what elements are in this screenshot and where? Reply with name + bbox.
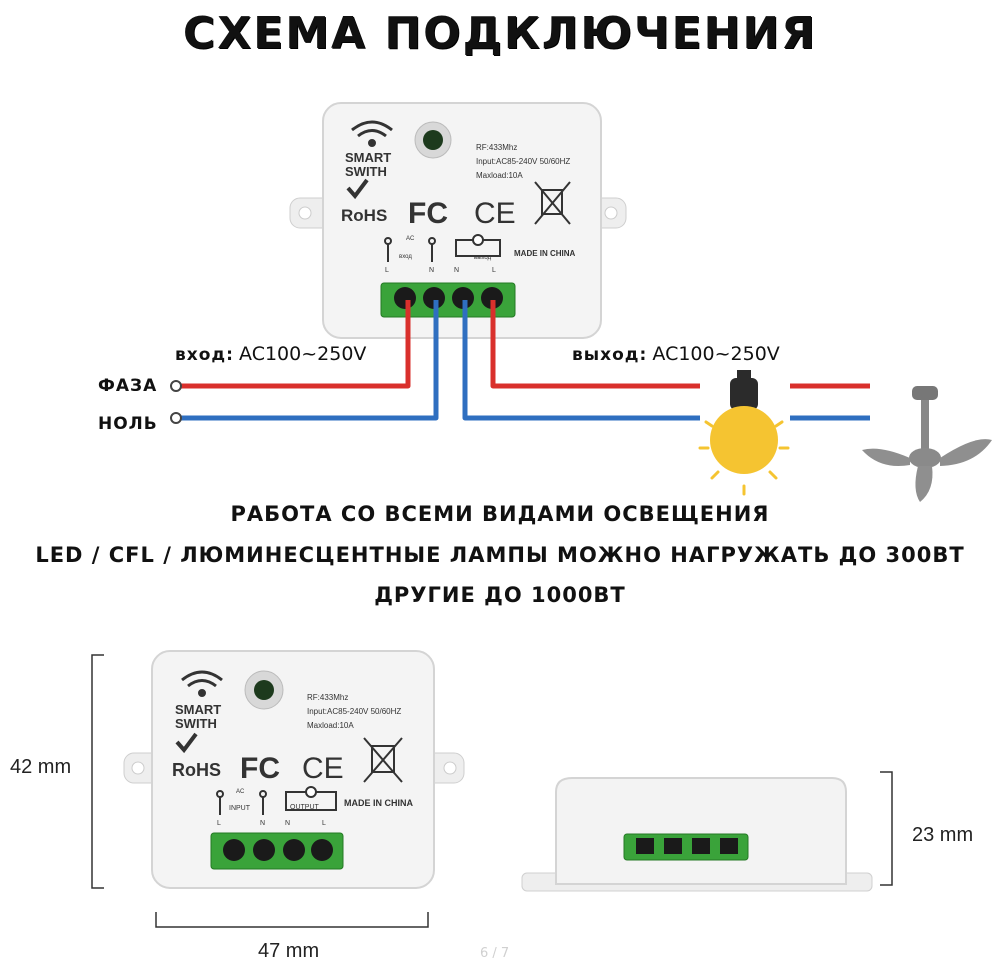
terminal-symbols — [384, 234, 501, 262]
page-title: СХЕМА ПОДКЛЮЧЕНИЯ — [182, 8, 818, 59]
spec-rf: RF:433Mhz — [307, 693, 348, 702]
spec-maxload: Maxload:10A — [307, 721, 354, 730]
phase-wire-out — [490, 300, 700, 389]
ceiling-fan-icon — [862, 386, 992, 502]
description-line-2: LED / CFL / ЛЮМИНЕСЦЕНТНЫЕ ЛАМПЫ МОЖНО Н… — [35, 543, 965, 567]
pair-button — [423, 130, 443, 150]
terminal-n-out: N — [285, 820, 290, 827]
brand-line1: SMART — [175, 702, 221, 717]
brand-line1: SMART — [345, 150, 391, 165]
terminal-n-out: N — [454, 267, 459, 274]
terminal-screw — [481, 287, 503, 309]
terminal-screw — [423, 287, 445, 309]
device-body — [322, 102, 602, 339]
top-device — [289, 102, 627, 339]
neutral-label: НОЛЬ — [98, 414, 158, 434]
terminal-block — [210, 832, 344, 870]
spec-input: Input:AC85-240V 50/60HZ — [307, 707, 401, 716]
rohs-mark: RoHS — [172, 760, 221, 780]
input-voltage-label: вход: AC100~250V — [175, 343, 366, 365]
terminal-l: L — [217, 820, 221, 827]
dimension-lines — [91, 654, 893, 928]
fcc-mark: FC — [240, 752, 280, 785]
input-value: AC100~250V — [239, 343, 367, 365]
terminal-screw — [452, 287, 474, 309]
dim-height-label: 42 mm — [10, 756, 72, 778]
spec-input: Input:AC85-240V 50/60HZ — [476, 157, 570, 166]
terminal-symbols — [216, 786, 337, 815]
brand-line2: SWITH — [345, 164, 387, 179]
spec-rf: RF:433Mhz — [476, 143, 517, 152]
phase-terminal-dot — [170, 380, 182, 392]
dim-width-label: 47 mm — [258, 940, 320, 962]
input-label-en: INPUT — [229, 805, 251, 812]
neutral-wire-out — [462, 300, 700, 421]
output-prefix: выход: — [572, 345, 648, 365]
output-voltage-label: выход: AC100~250V — [572, 343, 780, 365]
rohs-mark: RoHS — [341, 206, 387, 225]
dim-height-bracket — [91, 654, 104, 889]
side-view-device — [521, 777, 873, 892]
terminal-block — [380, 282, 516, 318]
neutral-wire-in — [180, 300, 439, 421]
check-icon — [346, 178, 369, 200]
output-label-en: OUTPUT — [290, 804, 320, 811]
dim-width-bracket — [155, 912, 429, 928]
ce-mark: CE — [474, 197, 516, 230]
check-icon — [175, 732, 198, 754]
output-value: AC100~250V — [652, 343, 780, 365]
weee-bin-icon — [534, 181, 571, 225]
wifi-icon — [181, 670, 223, 697]
terminal-screw — [394, 287, 416, 309]
terminal-l-out: L — [492, 267, 496, 274]
brand-line2: SWITH — [175, 716, 217, 731]
ac-label: AC — [406, 236, 415, 242]
ce-mark: CE — [302, 752, 344, 785]
made-in-label: MADE IN CHINA — [514, 249, 576, 258]
wifi-icon — [351, 120, 393, 147]
spec-maxload: Maxload:10A — [476, 171, 523, 180]
page-indicator[interactable]: 6 / 7 — [480, 946, 510, 961]
fcc-mark: FC — [408, 197, 448, 230]
pair-button — [254, 680, 274, 700]
terminal-n: N — [429, 267, 434, 274]
neutral-terminal-dot — [170, 412, 182, 424]
front-view-device — [123, 650, 465, 889]
made-in-label: MADE IN CHINA — [344, 798, 413, 808]
input-label-ru: вход — [399, 254, 412, 260]
wires — [180, 300, 870, 421]
terminal-l: L — [385, 267, 389, 274]
description-line-3: ДРУГИЕ ДО 1000ВТ — [374, 583, 626, 607]
light-bulb-icon — [698, 370, 790, 496]
input-prefix: вход: — [175, 345, 234, 365]
terminal-l-out: L — [322, 820, 326, 827]
weee-bin-icon — [363, 737, 403, 783]
phase-label: ФАЗА — [98, 376, 158, 396]
terminal-block — [623, 833, 749, 861]
output-label-ru: выход — [474, 255, 492, 261]
ac-label: AC — [236, 789, 245, 795]
dim-depth-bracket — [880, 771, 893, 886]
dim-depth-label: 23 mm — [912, 824, 974, 846]
phase-wire-in — [180, 300, 411, 389]
description-line-1: РАБОТА СО ВСЕМИ ВИДАМИ ОСВЕЩЕНИЯ — [230, 502, 770, 526]
terminal-n: N — [260, 820, 265, 827]
device-body — [151, 650, 435, 889]
